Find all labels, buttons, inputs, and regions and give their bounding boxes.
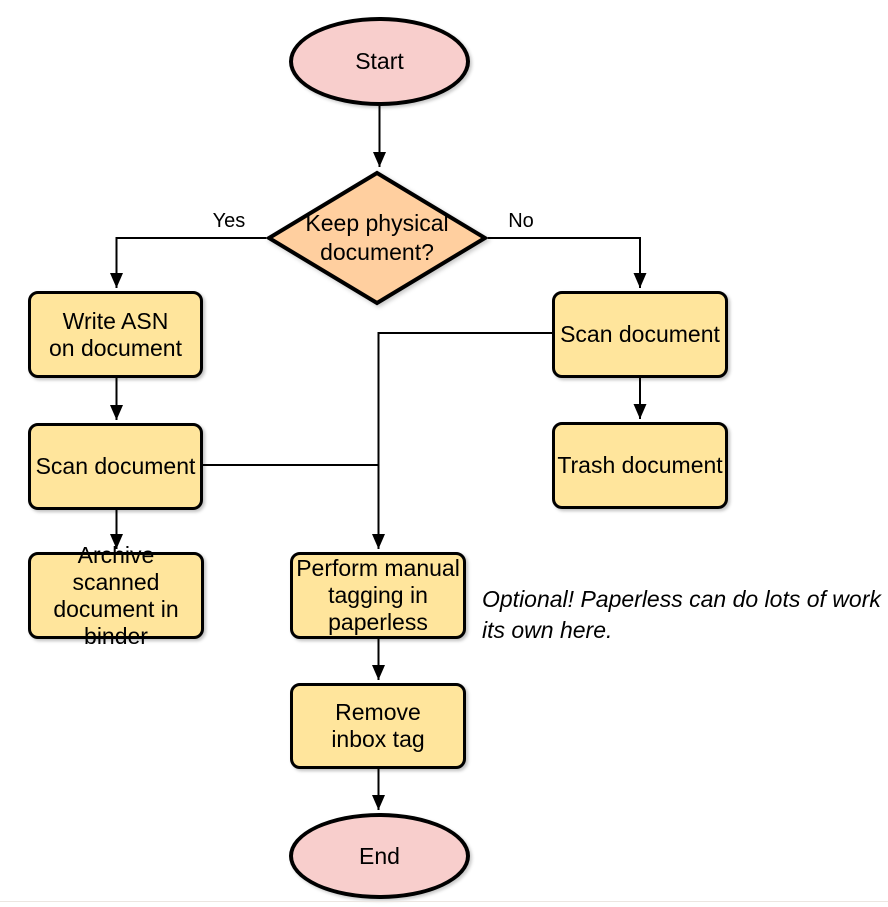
- decision-diamond-shape: [266, 170, 488, 306]
- decision-diamond-polygon: [266, 170, 488, 306]
- edge-decision-no-to-scan-right: [488, 237, 647, 288]
- node-manual-tagging: Perform manual tagging in paperless: [290, 552, 466, 639]
- node-archive-in-binder: Archive scanned document in binder: [28, 542, 204, 649]
- node-decision: Keep physical document?: [266, 170, 488, 306]
- decision-label: Keep physical document?: [305, 210, 449, 265]
- edge-decision-yes-to-write-asn: [110, 237, 266, 288]
- edge-label-no: No: [508, 210, 534, 232]
- edge-label-yes: Yes: [212, 210, 246, 232]
- node-write-asn: Write ASN on document: [28, 291, 203, 378]
- edge-scan-right-to-tagging: [372, 332, 552, 549]
- node-end: End: [289, 813, 470, 899]
- page-bottom-divider: [0, 901, 888, 902]
- node-scan-document-right: Scan document: [552, 291, 728, 378]
- node-start: Start: [289, 17, 470, 106]
- node-remove-inbox-tag: Remove inbox tag: [290, 683, 466, 769]
- node-scan-document-left: Scan document: [28, 423, 203, 510]
- node-trash-document: Trash document: [552, 422, 728, 509]
- optional-note: Optional! Paperless can do lots of work …: [482, 586, 888, 643]
